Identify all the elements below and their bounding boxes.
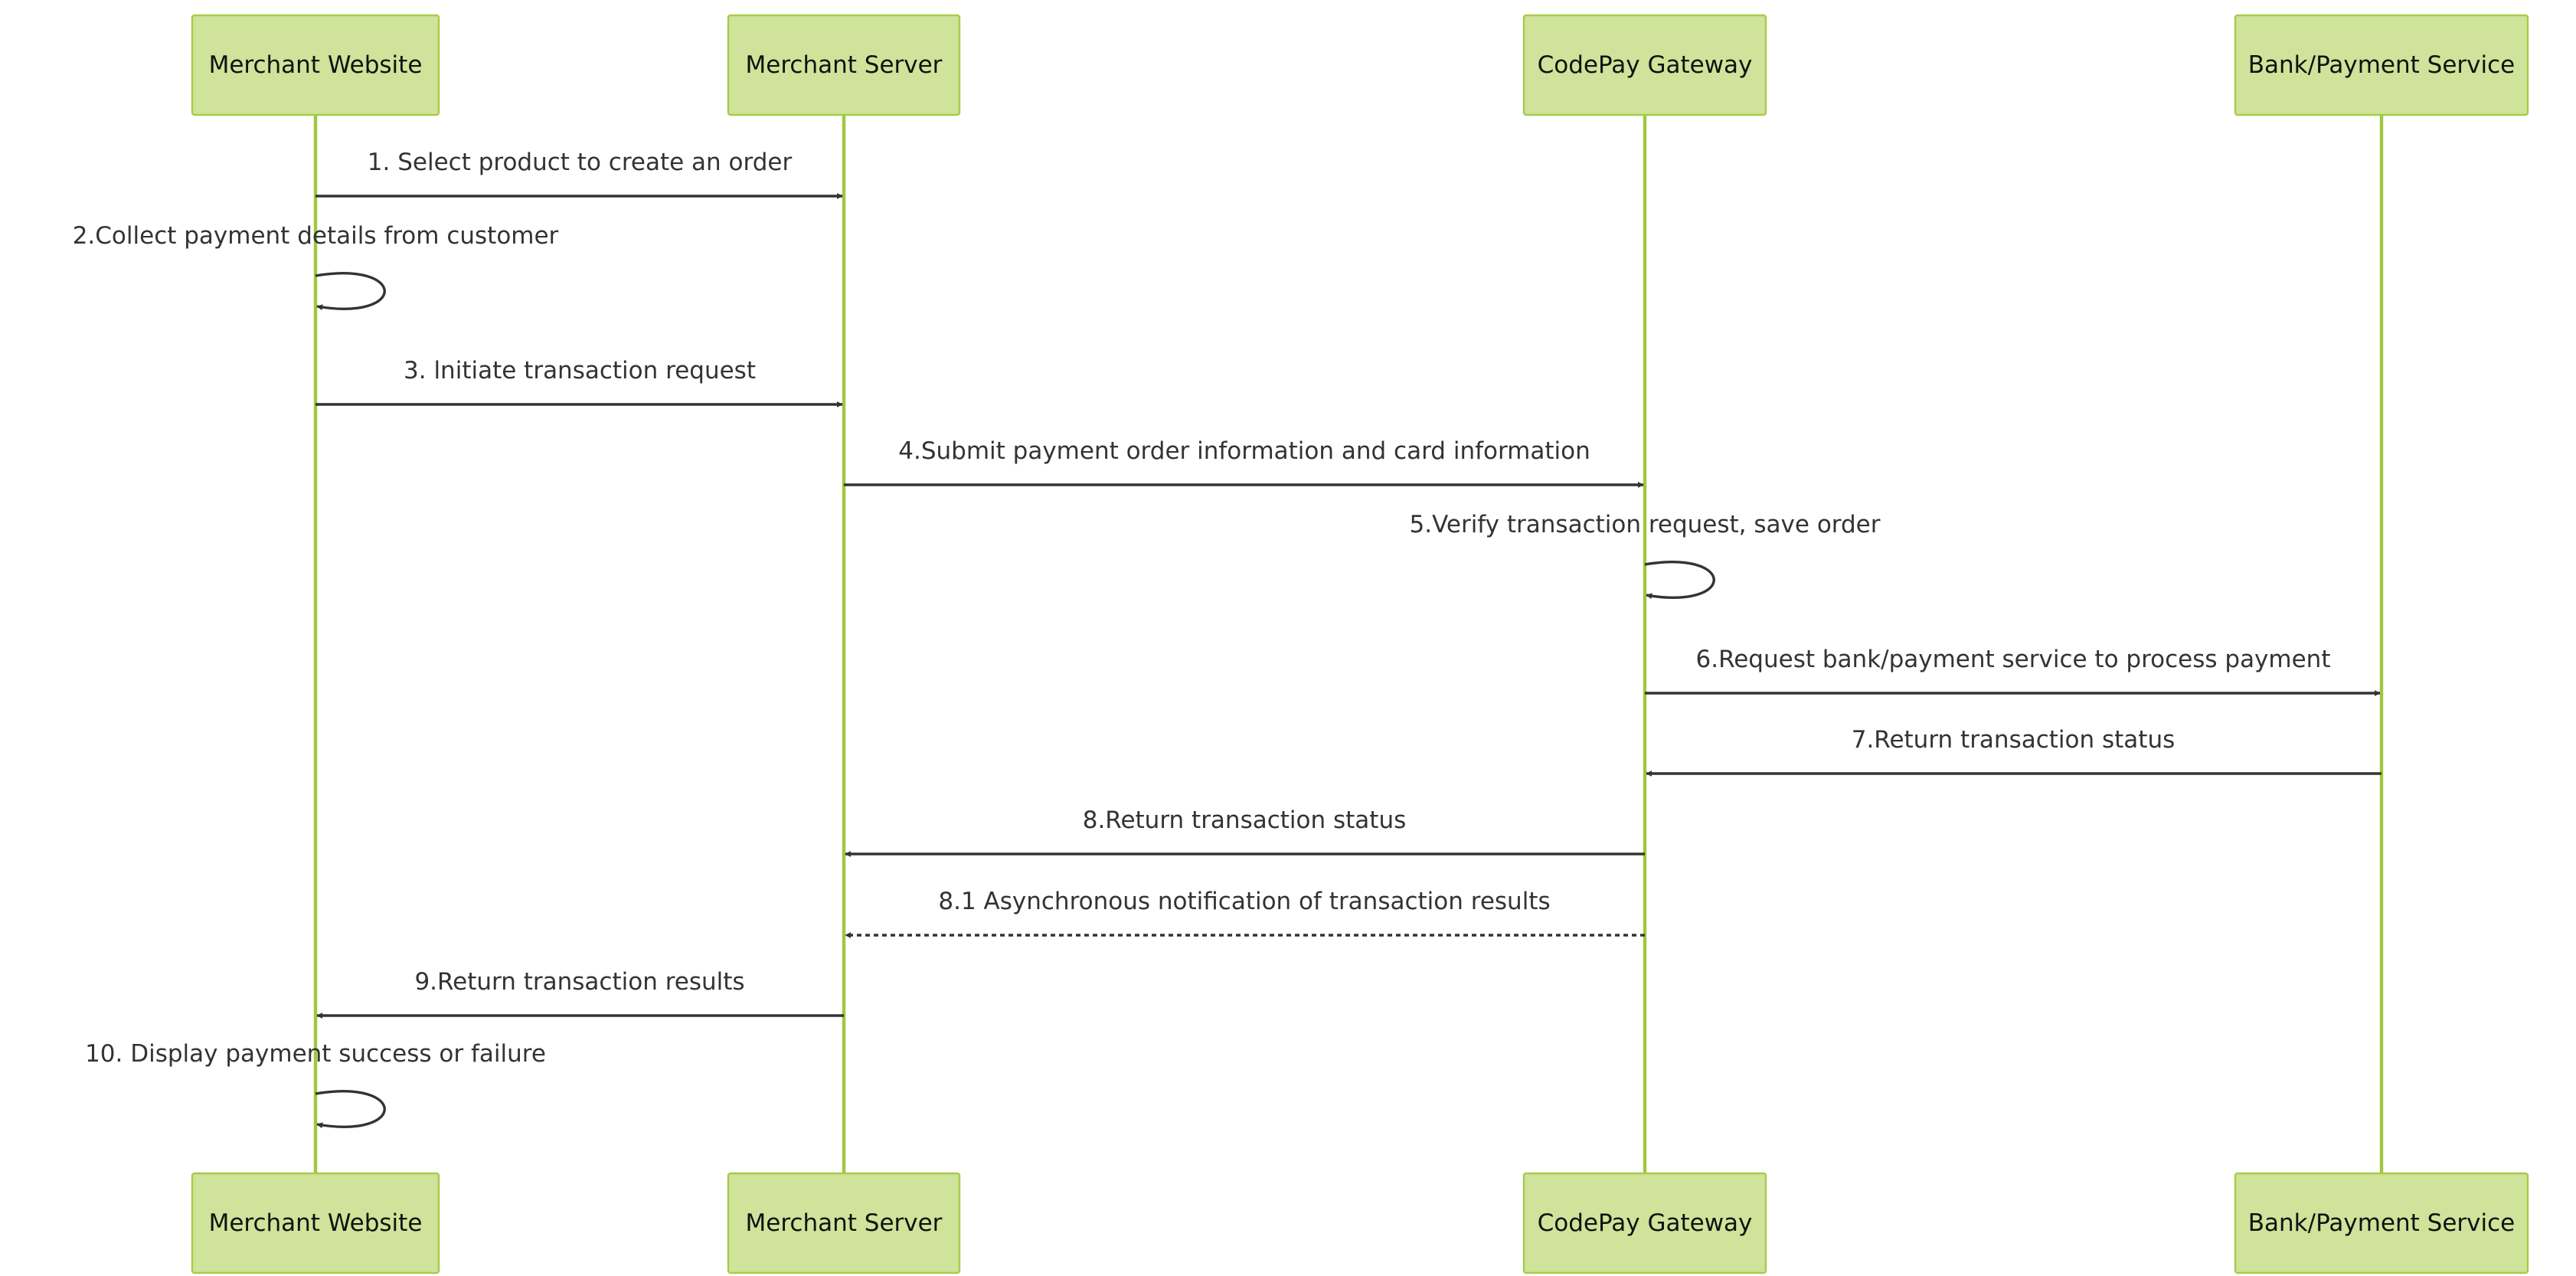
actor-bottom-mw: Merchant Website xyxy=(191,1172,440,1274)
actor-label: CodePay Gateway xyxy=(1538,51,1753,79)
message-label: 7.Return transaction status xyxy=(1852,726,2176,754)
actor-label: Merchant Server xyxy=(746,51,943,79)
self-loop-arrow xyxy=(1644,561,1715,600)
message-4: 4.Submit payment order information and c… xyxy=(844,437,1644,488)
self-loop-arrow xyxy=(315,1090,386,1129)
actor-label: Merchant Server xyxy=(746,1209,943,1237)
message-9: 8.1 Asynchronous notification of transac… xyxy=(845,888,1645,938)
actor-label: Merchant Website xyxy=(209,1209,423,1237)
actors-top: Merchant Website Merchant Server CodePay G… xyxy=(191,14,2529,116)
actor-label: Bank/Payment Service xyxy=(2248,1209,2515,1237)
message-label: 5.Verify transaction request, save order xyxy=(1410,511,1881,538)
actor-box xyxy=(191,14,440,116)
message-label: 3. lnitiate transaction request xyxy=(404,357,756,384)
actor-bottom-ms: Merchant Server xyxy=(727,1172,961,1274)
message-label: 1. Select product to create an order xyxy=(368,149,793,176)
actor-box xyxy=(1522,1172,1767,1274)
message-11: 10. Display payment success or failure xyxy=(85,1040,546,1129)
actor-box xyxy=(2234,1172,2529,1274)
message-label: 10. Display payment success or failure xyxy=(85,1040,546,1068)
message-label: 8.1 Asynchronous notification of transac… xyxy=(938,888,1550,915)
lifelines xyxy=(313,115,2384,1173)
actor-box xyxy=(1522,14,1767,116)
actor-bottom-cg: CodePay Gateway xyxy=(1522,1172,1767,1274)
message-label: 2.Collect payment details from customer xyxy=(73,222,559,250)
messages: 1. Select product to create an order 2.Co… xyxy=(73,149,2381,1129)
message-label: 6.Request bank/payment service to proces… xyxy=(1696,646,2331,673)
message-5: 5.Verify transaction request, save order xyxy=(1410,511,1881,600)
message-1: 1. Select product to create an order xyxy=(315,149,843,199)
message-label: 9.Return transaction results xyxy=(414,968,744,996)
self-loop-arrow xyxy=(315,272,386,311)
actors-bottom: Merchant Website Merchant Server CodePay G… xyxy=(191,1172,2529,1274)
message-10: 9.Return transaction results xyxy=(316,968,844,1019)
actor-box xyxy=(2234,14,2529,116)
actor-bottom-bp: Bank/Payment Service xyxy=(2234,1172,2529,1274)
actor-top-mw: Merchant Website xyxy=(191,14,440,116)
actor-label: Merchant Website xyxy=(209,51,423,79)
actor-label: Bank/Payment Service xyxy=(2248,51,2515,79)
message-label: 4.Submit payment order information and c… xyxy=(898,437,1590,465)
actor-box xyxy=(191,1172,440,1274)
message-2: 2.Collect payment details from customer xyxy=(73,222,559,311)
actor-top-ms: Merchant Server xyxy=(727,14,961,116)
message-label: 8.Return transaction status xyxy=(1083,806,1407,834)
actor-box xyxy=(727,14,961,116)
message-3: 3. lnitiate transaction request xyxy=(315,357,843,407)
message-6: 6.Request bank/payment service to proces… xyxy=(1645,646,2381,696)
message-7: 7.Return transaction status xyxy=(1646,726,2381,777)
actor-label: CodePay Gateway xyxy=(1538,1209,1753,1237)
actor-box xyxy=(727,1172,961,1274)
actor-top-bp: Bank/Payment Service xyxy=(2234,14,2529,116)
actor-top-cg: CodePay Gateway xyxy=(1522,14,1767,116)
message-8: 8.Return transaction status xyxy=(845,806,1645,857)
